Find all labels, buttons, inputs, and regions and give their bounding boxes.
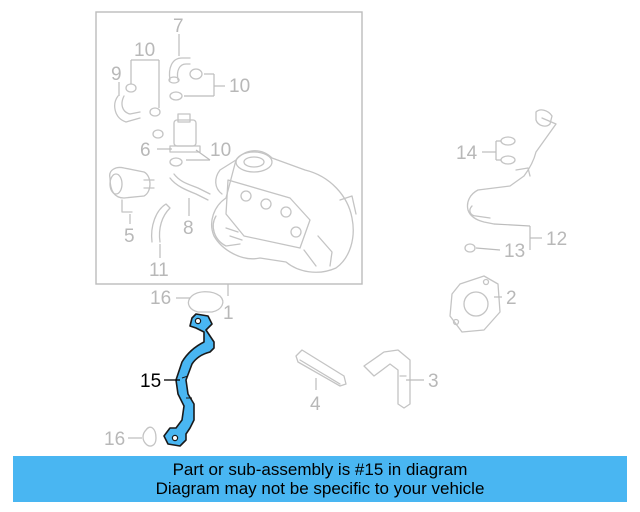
callout-16-upper: 16 bbox=[150, 288, 171, 309]
oil-return-pipe-part-15 bbox=[163, 313, 215, 447]
callout-3: 3 bbox=[428, 371, 439, 392]
callout-15: 15 bbox=[140, 371, 161, 392]
callout-11: 11 bbox=[149, 260, 169, 281]
turbo-assembly-frame bbox=[95, 11, 363, 285]
banner-line-part-info: Part or sub-assembly is #15 in diagram bbox=[172, 460, 468, 479]
callout-6: 6 bbox=[140, 140, 151, 161]
info-banner: Part or sub-assembly is #15 in diagram D… bbox=[13, 456, 627, 502]
callout-8: 8 bbox=[183, 218, 194, 239]
callout-5: 5 bbox=[124, 226, 135, 247]
valve-part-6 bbox=[169, 113, 201, 153]
hose-part-9 bbox=[114, 95, 141, 123]
callout-10-right: 10 bbox=[229, 76, 250, 97]
gasket-part-16-upper bbox=[187, 291, 224, 313]
tube-part-11 bbox=[150, 203, 171, 243]
callout-10-top: 10 bbox=[134, 40, 155, 61]
callout-16-lower: 16 bbox=[104, 429, 125, 450]
gasket-part-2 bbox=[449, 275, 501, 333]
callout-14: 14 bbox=[456, 143, 478, 164]
bracket-part-3 bbox=[363, 349, 411, 409]
callout-4: 4 bbox=[310, 394, 321, 415]
oil-line-parts-12-14 bbox=[464, 109, 557, 253]
actuator-part-5 bbox=[109, 166, 155, 213]
callout-10-mid: 10 bbox=[210, 140, 231, 161]
gasket-part-16-lower bbox=[142, 426, 157, 447]
hose-part-7 bbox=[168, 57, 191, 84]
callout-9: 9 bbox=[111, 64, 122, 85]
bracket-part-4 bbox=[295, 349, 347, 387]
leader-lines bbox=[118, 34, 542, 439]
callout-1: 1 bbox=[223, 303, 234, 324]
callout-13: 13 bbox=[504, 241, 525, 262]
hose-part-8 bbox=[169, 173, 211, 201]
clamp-parts-10 bbox=[125, 68, 203, 167]
callout-7: 7 bbox=[173, 16, 184, 37]
turbocharger-manifold-part bbox=[211, 150, 357, 273]
callout-12: 12 bbox=[546, 229, 567, 250]
callout-2: 2 bbox=[506, 288, 517, 309]
banner-line-disclaimer: Diagram may not be specific to your vehi… bbox=[155, 479, 485, 498]
